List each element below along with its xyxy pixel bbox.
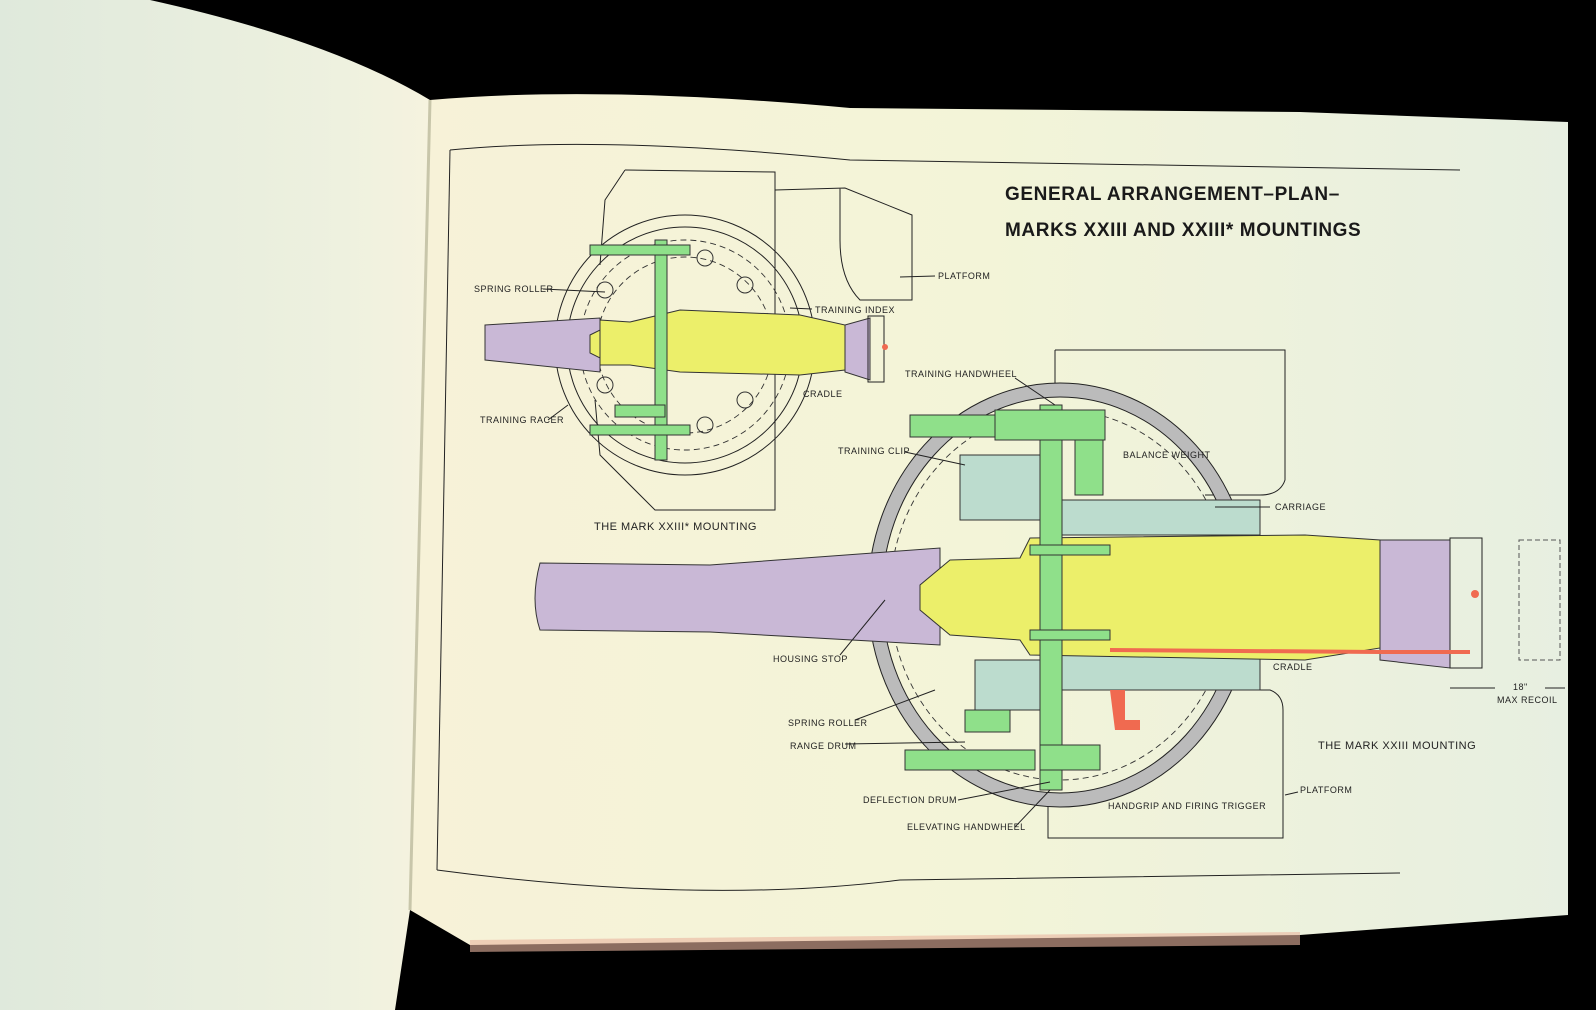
label-training-racer: TRAINING RACER	[480, 415, 564, 425]
label-cradle-lower: CRADLE	[1273, 662, 1313, 672]
label-elevating-handwheel: ELEVATING HANDWHEEL	[907, 822, 1026, 832]
label-max-recoil: MAX RECOIL	[1497, 695, 1558, 705]
label-platform-lower: PLATFORM	[1300, 785, 1352, 795]
caption-mark-xxiii-star: THE MARK XXIII* MOUNTING	[594, 521, 757, 533]
label-range-drum: RANGE DRUM	[790, 741, 857, 751]
title-line-1: GENERAL ARRANGEMENT–PLAN–	[1005, 184, 1340, 205]
label-cradle-upper: CRADLE	[803, 389, 843, 399]
label-training-handwheel: TRAINING HANDWHEEL	[905, 369, 1017, 379]
label-handgrip-firing-trigger: HANDGRIP AND FIRING TRIGGER	[1108, 801, 1266, 811]
lower-diagram-labels: TRAINING HANDWHEEL TRAINING CLIP BALANCE…	[773, 369, 1558, 832]
label-spring-roller-upper: SPRING ROLLER	[474, 284, 554, 294]
label-balance-weight: BALANCE WEIGHT	[1123, 450, 1211, 460]
label-deflection-drum: DEFLECTION DRUM	[863, 795, 957, 805]
label-training-clip: TRAINING CLIP	[838, 446, 910, 456]
page-frame	[436, 143, 1461, 891]
label-carriage: CARRIAGE	[1275, 502, 1326, 512]
upper-mounting-diagram	[484, 169, 913, 511]
caption-mark-xxiii: THE MARK XXIII MOUNTING	[1318, 740, 1476, 752]
left-page	[0, 0, 430, 1010]
label-recoil-value: 18"	[1513, 682, 1528, 692]
label-training-index: TRAINING INDEX	[815, 305, 895, 315]
label-spring-roller-lower: SPRING ROLLER	[788, 718, 868, 728]
label-housing-stop: HOUSING STOP	[773, 654, 848, 664]
upper-diagram-labels: SPRING ROLLER TRAINING INDEX PLATFORM CR…	[474, 271, 990, 533]
label-platform-upper: PLATFORM	[938, 271, 990, 281]
title-line-2: MARKS XXIII AND XXIII* MOUNTINGS	[1005, 220, 1361, 241]
lower-mounting-diagram	[534, 349, 1565, 839]
